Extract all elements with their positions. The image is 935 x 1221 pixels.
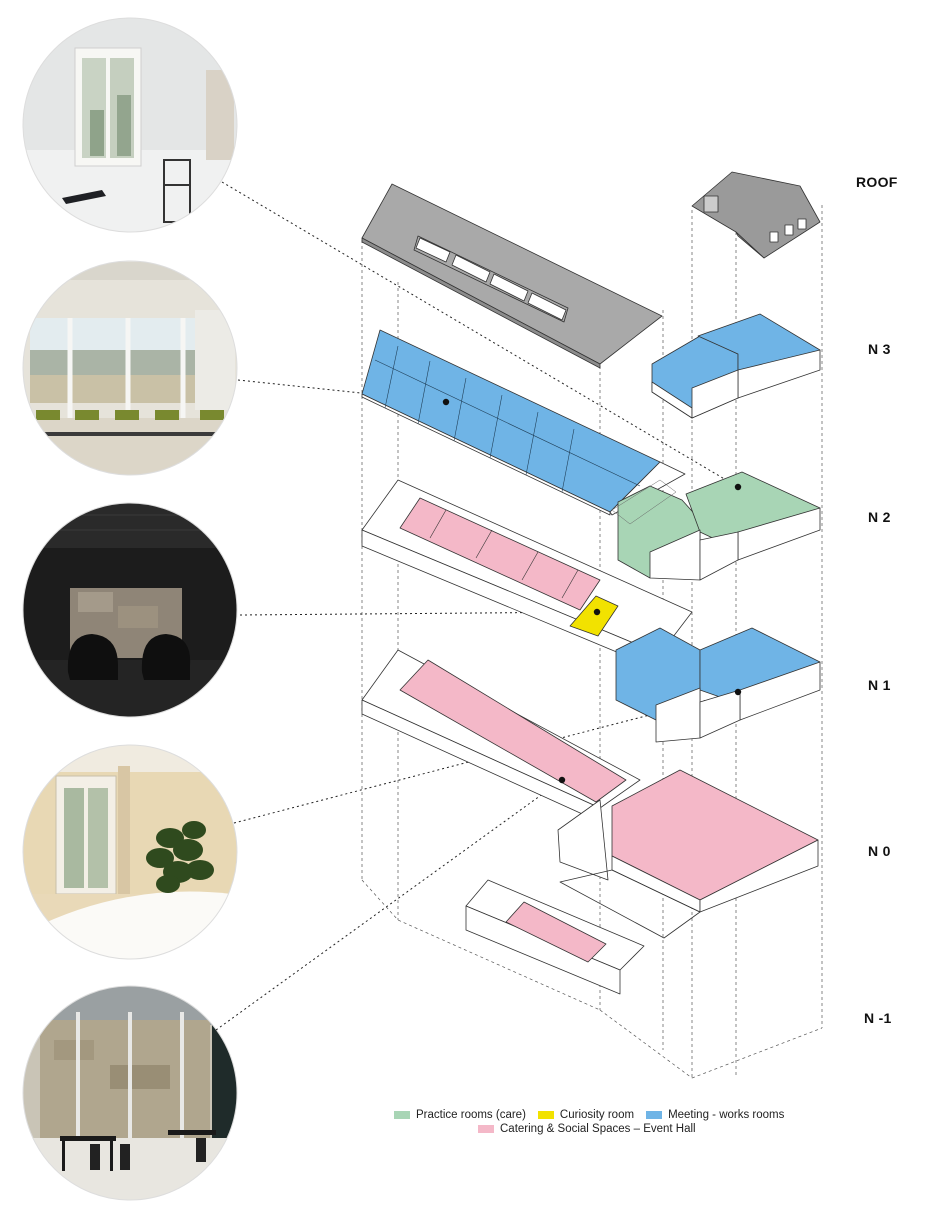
level-label-roof: ROOF [856, 174, 898, 190]
level-label-n-1: N -1 [864, 1010, 892, 1026]
legend-swatch-meeting [646, 1111, 663, 1119]
fiddle-leaf-plant [146, 821, 214, 893]
level-label-n1: N 1 [868, 677, 891, 693]
legend-row-1: Practice rooms (care) Curiosity room Mee… [394, 1109, 796, 1121]
legend-label-meeting: Meeting - works rooms [668, 1109, 785, 1121]
level-n2 [361, 471, 821, 671]
legend-item-practice: Practice rooms (care) [394, 1109, 526, 1121]
office-with-plant-photo [23, 745, 237, 959]
event-hall-glass-photo-frame [22, 985, 238, 1201]
level-label-n0: N 0 [868, 843, 891, 859]
legend-label-practice: Practice rooms (care) [416, 1109, 526, 1121]
legend: Practice rooms (care) Curiosity room Mee… [394, 1109, 796, 1135]
white-room-window-photo-frame [22, 17, 238, 233]
legend-label-catering: Catering & Social Spaces – Event Hall [500, 1123, 696, 1135]
meeting-room-panorama-photo [23, 261, 237, 475]
curiosity-room [569, 595, 619, 637]
office-with-plant-photo-frame [22, 744, 238, 960]
level-n-1 [465, 879, 645, 995]
legend-item-catering: Catering & Social Spaces – Event Hall [478, 1123, 696, 1135]
legend-swatch-practice [394, 1111, 410, 1119]
small-house-roof [691, 171, 821, 259]
curiosity-room-armchairs-photo [23, 503, 237, 717]
level-n3 [361, 313, 821, 516]
white-room-window-photo [23, 18, 237, 232]
meeting-room-panorama-photo-frame [22, 260, 238, 476]
curiosity-room-armchairs-photo-frame [22, 502, 238, 718]
level-n1 [361, 627, 821, 823]
legend-swatch-curiosity [537, 1111, 554, 1119]
legend-label-curiosity: Curiosity room [559, 1109, 635, 1121]
main-roof [361, 183, 663, 365]
level-label-n2: N 2 [868, 509, 891, 525]
level-n0 [557, 769, 819, 939]
legend-swatch-catering [478, 1125, 494, 1133]
legend-item-curiosity: Curiosity room [537, 1109, 635, 1121]
level-label-n3: N 3 [868, 341, 891, 357]
callout-dots [442, 398, 742, 784]
roof-level [361, 171, 821, 369]
legend-item-meeting: Meeting - works rooms [646, 1109, 784, 1121]
legend-row-2: Catering & Social Spaces – Event Hall [478, 1123, 796, 1135]
